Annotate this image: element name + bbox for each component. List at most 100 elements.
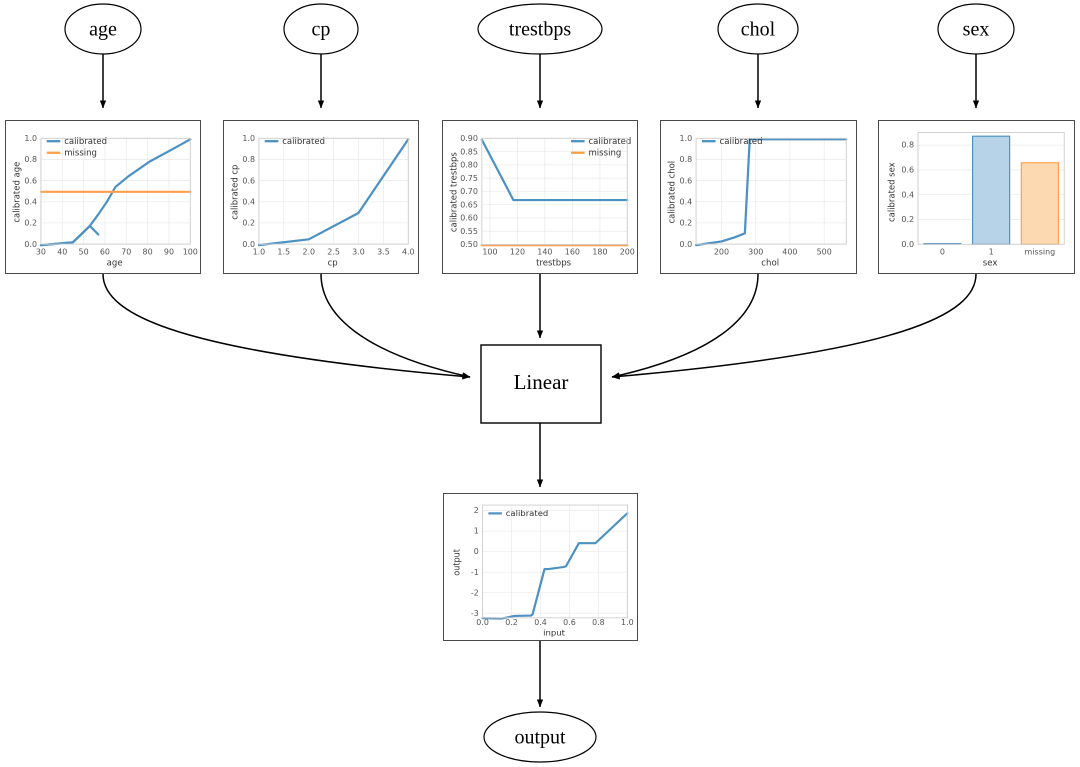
chart-cp: 1.0 0.8 0.6 0.4 0.2 0.0 1.0 1.5 2.0 2.5 … xyxy=(231,134,415,268)
svg-text:0.4: 0.4 xyxy=(679,198,692,207)
svg-text:0.6: 0.6 xyxy=(901,166,914,175)
node-sex[interactable]: sex xyxy=(937,3,1015,55)
svg-text:calibrated: calibrated xyxy=(282,137,325,147)
svg-text:50: 50 xyxy=(79,248,89,257)
chart-age-xticks: 30 40 50 60 70 80 90 100 xyxy=(36,248,198,257)
chart-age: 1.0 0.8 0.6 0.4 0.2 0.0 30 40 50 60 70 8… xyxy=(13,134,198,268)
svg-text:-3: -3 xyxy=(471,609,479,618)
svg-text:1.0: 1.0 xyxy=(253,248,266,257)
chart-cp-legend: calibrated xyxy=(264,137,325,147)
svg-text:0.4: 0.4 xyxy=(901,190,914,199)
svg-text:200: 200 xyxy=(620,248,635,257)
chart-age-yticks: 1.0 0.8 0.6 0.4 0.2 0.0 xyxy=(24,134,37,249)
svg-text:0.2: 0.2 xyxy=(679,219,692,228)
svg-text:1: 1 xyxy=(474,527,479,536)
svg-text:0.2: 0.2 xyxy=(505,618,518,627)
svg-text:0.75: 0.75 xyxy=(460,174,478,183)
svg-text:40: 40 xyxy=(57,248,67,257)
bar-sex-1 xyxy=(972,135,1011,245)
chart-cp-series-calibrated xyxy=(257,138,410,247)
node-output[interactable]: output xyxy=(483,711,597,763)
node-output-shape[interactable] xyxy=(483,711,597,763)
chart-cp-xticks: 1.0 1.5 2.0 2.5 3.0 3.5 4.0 xyxy=(253,248,415,257)
svg-text:0.0: 0.0 xyxy=(901,240,914,249)
chart-trestbps-legend: calibrated missing xyxy=(571,137,631,159)
chart-cp-grid xyxy=(258,137,409,245)
chart-chol-legend: calibrated xyxy=(701,137,763,147)
chart-output-xticks: 0.0 0.2 0.4 0.6 0.8 1.0 xyxy=(476,618,633,627)
chart-chol-series-calibrated xyxy=(694,138,848,247)
svg-text:0.2: 0.2 xyxy=(24,219,37,228)
svg-text:0.4: 0.4 xyxy=(242,198,255,207)
svg-text:30: 30 xyxy=(36,248,46,257)
node-chol[interactable]: chol xyxy=(717,3,799,55)
svg-text:0.50: 0.50 xyxy=(460,240,478,249)
node-linear[interactable]: Linear xyxy=(480,344,602,424)
svg-text:200: 200 xyxy=(714,248,729,257)
edge-cp-chart-to-linear xyxy=(320,273,471,379)
svg-text:2.0: 2.0 xyxy=(302,248,315,257)
svg-text:0.0: 0.0 xyxy=(242,240,255,249)
svg-text:300: 300 xyxy=(748,248,763,257)
node-age[interactable]: age xyxy=(64,3,142,55)
chart-cp-xlabel: cp xyxy=(328,258,338,268)
chart-age-ylabel: calibrated age xyxy=(13,162,23,223)
chart-chol: 1.0 0.8 0.6 0.4 0.2 0.0 200 300 400 500 … xyxy=(668,134,848,268)
svg-text:0.8: 0.8 xyxy=(24,155,37,164)
chart-chol-xticks: 200 300 400 500 xyxy=(714,248,832,257)
chart-trestbps-xticks: 100 120 140 160 180 200 xyxy=(482,248,635,257)
node-age-shape[interactable] xyxy=(64,3,142,55)
svg-text:1.0: 1.0 xyxy=(242,134,255,143)
chart-sex-xticks: 0 1 missing xyxy=(940,248,1055,257)
chart-output: 2 1 0 -1 -2 -3 0.0 0.2 0.4 0.6 0.8 1.0 i… xyxy=(451,504,634,638)
chart-sex-bars xyxy=(923,135,1059,245)
svg-text:1.0: 1.0 xyxy=(621,618,634,627)
edge-chol-chart-to-linear xyxy=(611,273,759,379)
node-sex-shape[interactable] xyxy=(937,3,1015,55)
svg-text:180: 180 xyxy=(592,248,607,257)
chart-output-xlabel: input xyxy=(543,628,566,638)
svg-text:-2: -2 xyxy=(471,588,479,597)
svg-text:1.0: 1.0 xyxy=(24,134,37,143)
svg-text:0.6: 0.6 xyxy=(563,618,576,627)
svg-text:1: 1 xyxy=(989,248,994,257)
svg-text:70: 70 xyxy=(121,248,131,257)
node-trestbps[interactable]: trestbps xyxy=(477,3,603,55)
chart-panel-cp[interactable]: 1.0 0.8 0.6 0.4 0.2 0.0 1.0 1.5 2.0 2.5 … xyxy=(223,120,419,274)
svg-text:160: 160 xyxy=(565,248,580,257)
node-cp-shape[interactable] xyxy=(283,3,359,55)
node-linear-shape[interactable] xyxy=(480,344,602,424)
node-chol-shape[interactable] xyxy=(717,3,799,55)
chart-panel-age[interactable]: 1.0 0.8 0.6 0.4 0.2 0.0 30 40 50 60 70 8… xyxy=(5,120,201,274)
chart-age-legend: calibrated missing xyxy=(46,137,107,159)
chart-output-grid xyxy=(482,505,628,618)
chart-sex-yticks: 0.8 0.6 0.4 0.2 0.0 xyxy=(901,141,914,249)
node-chol-label: chol xyxy=(741,19,776,41)
svg-text:3.0: 3.0 xyxy=(352,248,365,257)
svg-text:0.6: 0.6 xyxy=(242,176,255,185)
chart-age-series-calibrated-2 xyxy=(39,138,192,247)
svg-text:-1: -1 xyxy=(471,568,479,577)
node-cp[interactable]: cp xyxy=(283,3,359,55)
chart-cp-yticks: 1.0 0.8 0.6 0.4 0.2 0.0 xyxy=(242,134,255,249)
chart-age-xlabel: age xyxy=(107,258,123,268)
chart-trestbps: 0.90 0.85 0.80 0.75 0.70 0.65 0.60 0.55 … xyxy=(450,134,635,268)
svg-text:0.4: 0.4 xyxy=(534,618,547,627)
svg-text:0.2: 0.2 xyxy=(242,219,255,228)
chart-panel-output[interactable]: 2 1 0 -1 -2 -3 0.0 0.2 0.4 0.6 0.8 1.0 i… xyxy=(443,493,638,641)
svg-text:0: 0 xyxy=(940,248,945,257)
svg-text:0.90: 0.90 xyxy=(460,134,478,143)
chart-panel-sex[interactable]: 0.8 0.6 0.4 0.2 0.0 0 1 missing sex cali… xyxy=(878,120,1075,274)
chart-trestbps-xlabel: trestbps xyxy=(536,258,572,268)
chart-trestbps-yticks: 0.90 0.85 0.80 0.75 0.70 0.65 0.60 0.55 … xyxy=(460,134,478,249)
chart-panel-trestbps[interactable]: 0.90 0.85 0.80 0.75 0.70 0.65 0.60 0.55 … xyxy=(442,120,638,274)
svg-text:1.5: 1.5 xyxy=(277,248,290,257)
edge-age-chart-to-linear xyxy=(102,273,471,380)
node-trestbps-shape[interactable] xyxy=(477,3,603,55)
svg-text:0.8: 0.8 xyxy=(592,618,605,627)
svg-text:2: 2 xyxy=(474,506,479,515)
chart-sex: 0.8 0.6 0.4 0.2 0.0 0 1 missing sex cali… xyxy=(888,132,1065,268)
svg-text:0.55: 0.55 xyxy=(460,227,478,236)
chart-panel-chol[interactable]: 1.0 0.8 0.6 0.4 0.2 0.0 200 300 400 500 … xyxy=(660,120,857,274)
